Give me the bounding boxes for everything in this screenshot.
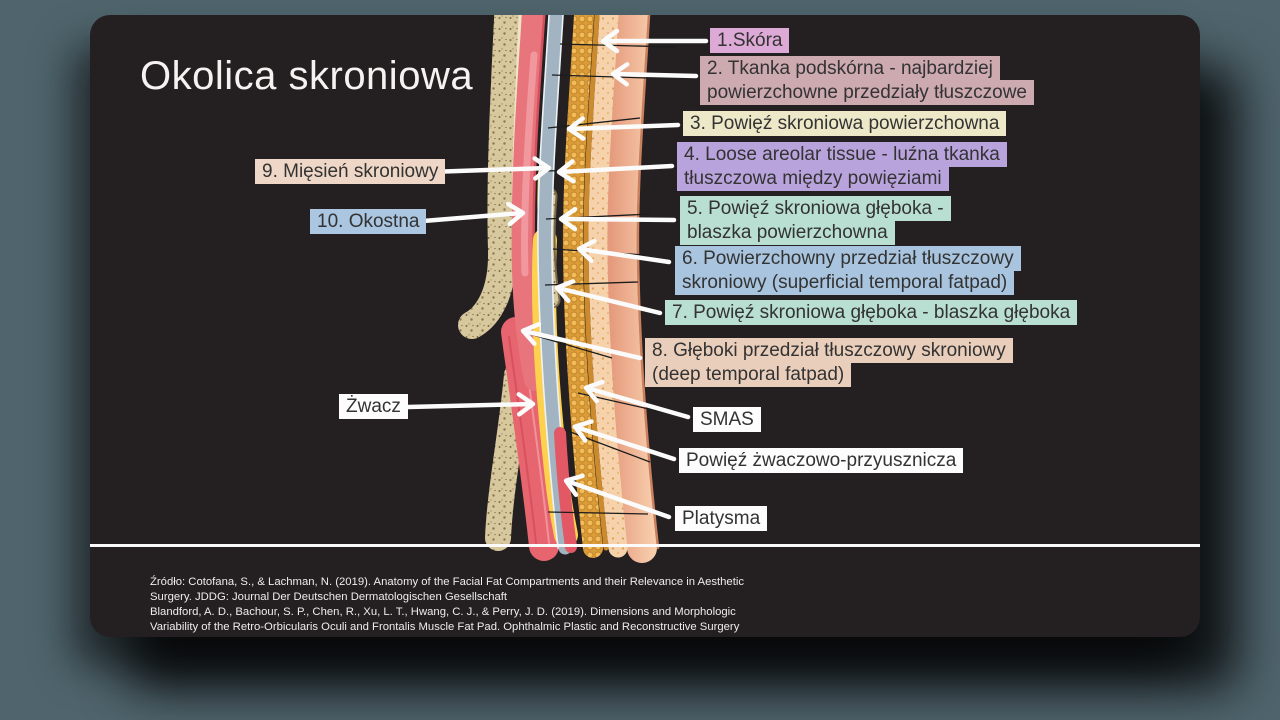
label-powiez-gleboka-blaszka-gleboka: 7. Powięź skroniowa głęboka - blaszka gł…: [665, 300, 1078, 325]
label-gleboki-przedzial-tluszczowy: 8. Głęboki przedział tłuszczowy skroniow…: [645, 338, 1049, 387]
label-okostna: 10. Okostna: [310, 209, 427, 234]
divider: [90, 544, 1200, 547]
arrow-smas: [583, 379, 691, 420]
arrow-zwacz: [405, 392, 536, 417]
label-zwacz: Żwacz: [339, 394, 408, 419]
label-powiez-skroniowa-powierzchowna: 3. Powięź skroniowa powierzchowna: [683, 111, 1007, 136]
arrow-loose-areolar: [556, 159, 675, 184]
tissue-layers: [458, 15, 660, 563]
arrow-okostna: [408, 201, 526, 227]
arrow-gleboki-przedzial: [520, 321, 643, 361]
label-miesien-skroniowy: 9. Mięsień skroniowy: [255, 159, 446, 184]
label-platysma: Platysma: [675, 506, 768, 531]
arrow-powierzchowny-przedzial: [576, 238, 672, 265]
arrow-powiez-powierzchowna: [566, 116, 681, 141]
citation-line: Źródło: Cotofana, S., & Lachman, N. (201…: [150, 576, 745, 588]
arrow-miesien-skroniowy: [426, 156, 552, 181]
arrow-platysma: [563, 473, 672, 520]
arrow-powiez-zwaczowo: [572, 419, 677, 462]
leader-arrows: [405, 28, 709, 520]
anatomy-illustration: [405, 15, 709, 563]
label-skora: 1.Skóra: [710, 28, 790, 53]
label-powiez-gleboka-blaszka-powierzchowna: 5. Powięź skroniowa głęboka - blaszka po…: [680, 196, 1004, 245]
citation-line: Blandford, A. D., Bachour, S. P., Chen, …: [150, 606, 736, 618]
citation-line: Surgery. JDDG: Journal Der Deutschen Der…: [150, 591, 508, 603]
page-title: Okolica skroniowa: [140, 54, 474, 98]
citation-line: Variability of the Retro-Orbicularis Ocu…: [150, 621, 740, 633]
slide: Okolica skroniowa: [90, 15, 1200, 637]
arrow-tkanka-podskorna: [610, 62, 699, 87]
label-tkanka-podskorna: 2. Tkanka podskórna - najbardziej powier…: [700, 56, 1112, 105]
citation: Źródło: Cotofana, S., & Lachman, N. (201…: [150, 575, 744, 635]
arrow-powiez-gleboka-pow: [558, 206, 677, 232]
label-smas: SMAS: [693, 407, 761, 432]
label-powiez-zwaczowo-przyusznicza: Powięź żwaczowo-przyusznicza: [679, 448, 964, 473]
label-loose-areolar-tissue: 4. Loose areolar tissue - luźna tkanka t…: [677, 142, 1079, 191]
arrow-powiez-gleboka-gl: [554, 279, 663, 316]
label-powierzchowny-przedzial-tluszczowy: 6. Powierzchowny przedział tłuszczowy sk…: [675, 246, 1095, 295]
